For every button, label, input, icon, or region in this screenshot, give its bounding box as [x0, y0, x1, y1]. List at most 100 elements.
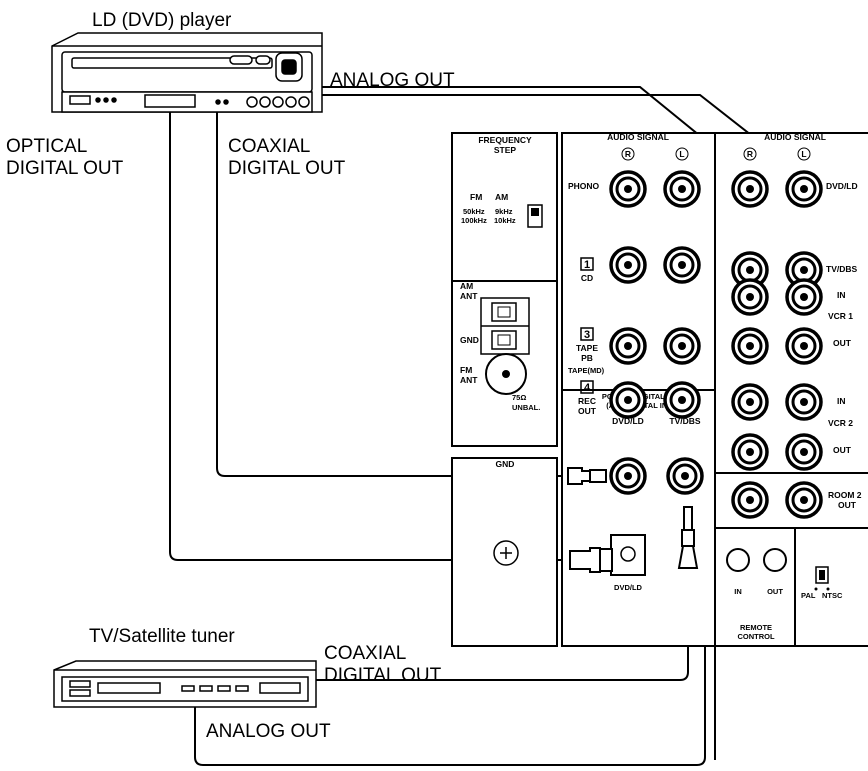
am-ant-label-1: AM	[460, 281, 473, 291]
rec-label: REC	[578, 396, 596, 406]
unbal-label: UNBAL.	[512, 403, 540, 412]
vcr2-out-label: OUT	[833, 445, 852, 455]
freq-step-switch-knob	[531, 208, 539, 216]
fm-ant-label-1: FM	[460, 365, 472, 375]
coaxial-label-1: COAXIAL	[228, 136, 310, 157]
phono-label: PHONO	[568, 181, 600, 191]
rca-jacks	[609, 170, 823, 519]
coax-tvdbs-jack[interactable]	[666, 457, 704, 495]
tuner-coax-label-2: DIGITAL OUT	[324, 665, 442, 686]
vcr1-in-label: IN	[837, 290, 846, 300]
pb-label: PB	[581, 353, 593, 363]
coax-plug-ld-tip	[589, 469, 607, 483]
gnd-section: GND	[493, 459, 519, 566]
vcr1-out-r-jack[interactable]	[731, 327, 769, 365]
am-label: AM	[495, 192, 508, 202]
coax-cable-tuner	[312, 568, 689, 681]
dvdld-right-label: DVD/LD	[826, 181, 858, 191]
tape-rec-l-jack[interactable]	[663, 381, 701, 419]
ch-l-label: L	[679, 149, 684, 159]
ch-r-label: R	[625, 149, 631, 159]
cd-r-jack[interactable]	[609, 246, 647, 284]
remote-in-label: IN	[734, 587, 742, 596]
vcr1-label: VCR 1	[828, 311, 853, 321]
tape-pb-r-jack[interactable]	[609, 327, 647, 365]
tvdbs-right-label: TV/DBS	[826, 264, 858, 274]
rec-out-label: OUT	[578, 406, 597, 416]
coax-dvdld-label: DVD/LD	[612, 416, 644, 426]
vcr2-label: VCR 2	[828, 418, 853, 428]
remote-out-label: OUT	[767, 587, 783, 596]
vcr2-out-l-jack[interactable]	[785, 433, 823, 471]
tape-pb-l-jack[interactable]	[663, 327, 701, 365]
optical-plug-ld	[569, 547, 601, 573]
tvdbs-r-jack[interactable]	[731, 251, 769, 289]
audio-section-mid: AUDIO SIGNAL R L PHONO 1 CD 3 TAPE PB TA…	[568, 132, 689, 416]
phono-r-jack[interactable]	[609, 170, 647, 208]
khz10-label: 10kHz	[494, 216, 516, 225]
coax-tvdbs-label: TV/DBS	[669, 416, 701, 426]
coax-cable-ld	[216, 110, 568, 477]
phono-l-jack[interactable]	[663, 170, 701, 208]
coax-plug-tuner-tip	[683, 506, 693, 531]
remote-label-2: CONTROL	[737, 632, 774, 641]
md-number: 4	[584, 382, 591, 394]
tape-label: TAPE	[576, 343, 598, 353]
freq-heading-2: STEP	[494, 145, 517, 155]
vcr2-in-label: IN	[837, 396, 846, 406]
remote-out-jack[interactable]	[763, 548, 787, 572]
vcr2-in-l-jack[interactable]	[785, 383, 823, 421]
audio-section-right: AUDIO SIGNAL R L DVD/LD TV/DBS IN VCR 1 …	[726, 132, 862, 641]
khz9-label: 9kHz	[495, 207, 513, 216]
tv-tuner	[53, 660, 317, 708]
am-ant-label-2: ANT	[460, 291, 478, 301]
ch-l-label-2: L	[801, 149, 806, 159]
khz100-label: 100kHz	[461, 216, 487, 225]
remote-in-jack[interactable]	[726, 548, 750, 572]
optical-cable-ld	[169, 110, 570, 561]
room2-label-1: ROOM 2	[828, 490, 862, 500]
optical-dvdld-label: DVD/LD	[614, 583, 643, 592]
optical-label-2: DIGITAL OUT	[6, 158, 124, 179]
gnd-label: GND	[460, 335, 479, 345]
tuner-coax-label-1: COAXIAL	[324, 643, 406, 664]
tape-rec-r-jack[interactable]	[609, 381, 647, 419]
antenna-section: AM ANT GND FM ANT 75Ω UNBAL.	[460, 281, 540, 412]
optical-label-1: OPTICAL	[6, 136, 87, 157]
gnd-heading: GND	[496, 459, 515, 469]
vcr2-in-r-jack[interactable]	[731, 383, 769, 421]
vcr1-out-label: OUT	[833, 338, 852, 348]
plugs	[567, 467, 699, 573]
ntsc-label: NTSC	[822, 591, 843, 600]
vcr2-out-r-jack[interactable]	[731, 433, 769, 471]
remote-label-1: REMOTE	[740, 623, 772, 632]
analog-out-top-label: ANALOG OUT	[330, 70, 455, 91]
cd-number: 1	[584, 259, 590, 271]
dvdld-r-jack[interactable]	[731, 170, 769, 208]
audio-signal-heading-2: AUDIO SIGNAL	[764, 132, 826, 142]
coaxial-label-2: DIGITAL OUT	[228, 158, 346, 179]
vcr1-out-l-jack[interactable]	[785, 327, 823, 365]
room2-r-jack[interactable]	[731, 481, 769, 519]
optical-plug-ld-tip	[599, 548, 613, 572]
tape-number: 3	[584, 329, 590, 341]
ld-player-label: LD (DVD) player	[92, 10, 232, 31]
ohm-label: 75Ω	[512, 393, 526, 402]
coax-plug-ld	[567, 467, 591, 485]
vcr1-in-l-jack[interactable]	[785, 278, 823, 316]
room2-l-jack[interactable]	[785, 481, 823, 519]
freq-heading-1: FREQUENCY	[478, 135, 532, 145]
coax-dvdld-jack[interactable]	[609, 457, 647, 495]
analog-out-bottom-label: ANALOG OUT	[206, 721, 331, 742]
audio-signal-heading: AUDIO SIGNAL	[607, 132, 669, 142]
coax-plug-tuner	[677, 545, 699, 569]
vcr1-in-r-jack[interactable]	[731, 278, 769, 316]
ld-player	[51, 32, 323, 113]
tape-md-label: TAPE(MD)	[568, 366, 605, 375]
dvdld-l-jack[interactable]	[785, 170, 823, 208]
ch-r-label-2: R	[747, 149, 753, 159]
frequency-section: FREQUENCY STEP FM AM 50kHz 9kHz 100kHz 1…	[461, 135, 543, 228]
cd-l-jack[interactable]	[663, 246, 701, 284]
room2-label-2: OUT	[838, 500, 857, 510]
